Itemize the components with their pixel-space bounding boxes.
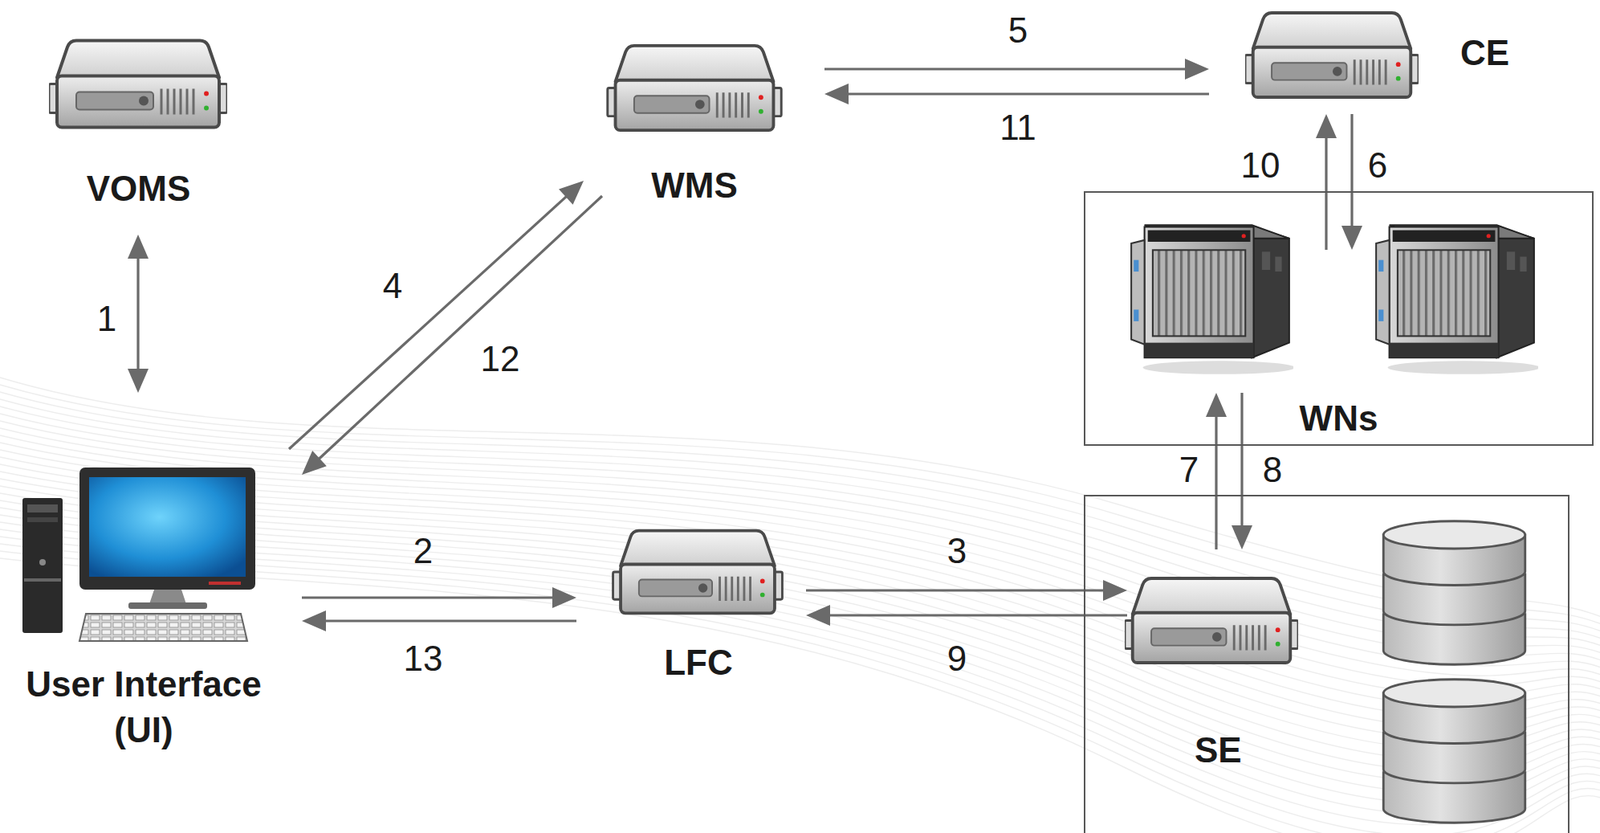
arrow-line: [1324, 136, 1328, 250]
server-icon: [1245, 12, 1419, 98]
node-label: WMS: [651, 165, 738, 207]
arrow-head: [1103, 579, 1128, 601]
arrow-head: [1341, 225, 1363, 250]
arrow-head: [1315, 113, 1337, 139]
step-number: 2: [413, 531, 433, 570]
flow-arrow: [1341, 113, 1363, 250]
worker-node-icon: [1376, 224, 1540, 374]
server-icon: [48, 40, 228, 128]
step-number: 3: [947, 531, 967, 570]
database-icon: [1383, 521, 1526, 664]
server-node: LFC: [594, 521, 803, 689]
arrow-line: [1214, 415, 1218, 550]
server-node: WMS: [590, 37, 799, 212]
arrow-line: [136, 256, 139, 371]
background-waves: [0, 377, 1600, 833]
flow-arrow: [824, 83, 1210, 105]
arrow-head: [824, 83, 849, 105]
arrow-head: [558, 180, 584, 205]
node-label: LFC: [663, 642, 733, 684]
flow-arrow: [301, 586, 577, 608]
desktop-computer-icon: [22, 467, 256, 641]
arrow-line: [318, 195, 603, 460]
arrow-line: [289, 195, 567, 449]
node-label: VOMS: [86, 168, 192, 210]
step-number: 10: [1241, 146, 1281, 185]
step-number: 12: [480, 339, 521, 379]
wave-line: [0, 391, 1600, 633]
database-icon: [1383, 679, 1526, 823]
wave-line: [0, 413, 1600, 655]
step-number: 1: [97, 299, 117, 338]
step-number: 8: [1262, 450, 1283, 489]
flow-arrow: [806, 604, 1128, 626]
flow-arrow: [289, 180, 584, 449]
arrow-head: [127, 234, 149, 259]
server-icon: [613, 530, 783, 614]
arrow-head: [806, 604, 831, 626]
flow-arrow: [1231, 392, 1253, 550]
arrow-head: [301, 450, 327, 475]
flow-arrow: [806, 579, 1128, 601]
arrow-head: [127, 368, 149, 393]
server-icon: [1124, 578, 1299, 663]
flow-arrow: [1205, 392, 1227, 550]
flow-arrow: [301, 610, 577, 632]
server-node: CE: [1240, 4, 1538, 109]
node-label: CE: [1460, 32, 1510, 74]
step-number: 11: [999, 108, 1037, 147]
flow-arrow: [824, 58, 1210, 80]
client-node: User Interface (UI): [6, 464, 281, 758]
step-number: 9: [947, 639, 967, 678]
arrow-head: [301, 610, 326, 632]
step-number: 5: [1008, 11, 1028, 50]
step-number: 7: [1179, 450, 1199, 489]
wave-line: [0, 384, 1600, 626]
wave-line: [0, 557, 1600, 833]
arrow-line: [1240, 392, 1243, 527]
wave-line: [0, 550, 1600, 833]
arrow-line: [1350, 113, 1353, 228]
node-label: WNs: [1299, 398, 1379, 440]
server-node: VOMS: [32, 32, 245, 215]
node-label: User Interface (UI): [11, 660, 277, 753]
flow-arrow: [127, 234, 149, 393]
arrow-line: [846, 92, 1210, 95]
flow-arrow: [1315, 113, 1337, 250]
arrow-head: [1231, 525, 1253, 550]
worker-node-icon: [1131, 224, 1295, 374]
wave-line: [0, 420, 1600, 662]
step-number: 6: [1367, 146, 1388, 185]
node-label: SE: [1194, 729, 1242, 771]
arrow-line: [824, 67, 1187, 70]
arrow-head: [552, 586, 577, 608]
wave-line: [0, 449, 1600, 697]
arrow-line: [806, 588, 1105, 591]
group-box: WNs: [1083, 191, 1594, 446]
wave-line: [0, 442, 1600, 686]
arrow-head: [1205, 392, 1227, 417]
arrow-line: [324, 618, 577, 622]
server-icon: [607, 45, 782, 131]
arrow-head: [1184, 58, 1210, 80]
arrow-line: [301, 595, 554, 599]
flow-arrow: [301, 195, 603, 475]
step-number: 13: [403, 639, 444, 678]
step-number: 4: [382, 266, 403, 306]
arrow-line: [828, 613, 1128, 616]
group-box: SE: [1083, 494, 1570, 833]
